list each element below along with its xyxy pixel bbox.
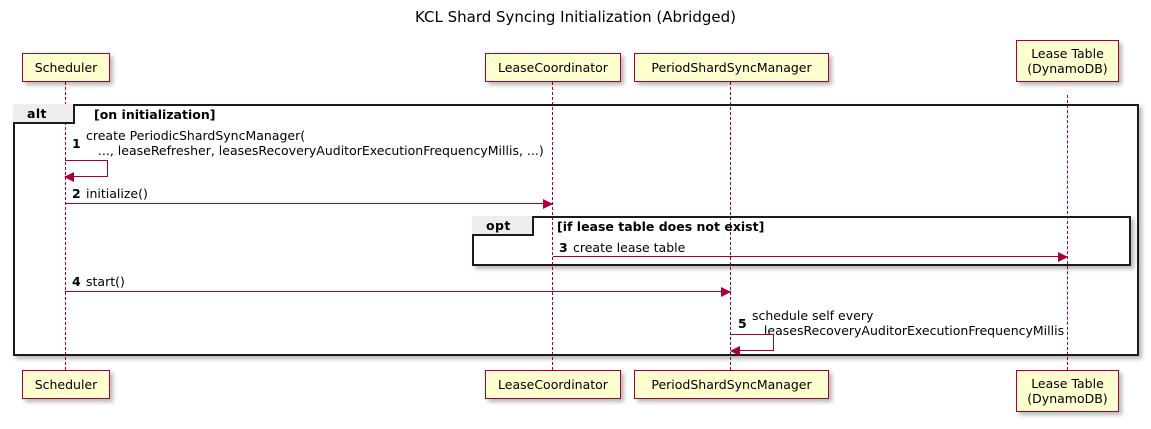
frame-alt-label: alt [27, 105, 47, 121]
frame-opt-lease-table-missing [472, 216, 1131, 266]
participant-scheduler-bottom[interactable]: Scheduler [22, 370, 110, 399]
message-1-arrow-bottom [65, 176, 108, 177]
participant-lease-table-top-label: Lease Table (DynamoDB) [1027, 46, 1108, 76]
participant-scheduler-top[interactable]: Scheduler [22, 53, 110, 82]
message-3-number: 3 [559, 240, 568, 255]
frame-opt-label: opt [486, 217, 511, 233]
diagram-title: KCL Shard Syncing Initialization (Abridg… [415, 8, 736, 26]
participant-period-shard-sync-manager-bottom-label: PeriodShardSyncManager [651, 377, 812, 392]
message-1-arrow-top [65, 160, 108, 161]
message-1-arrowhead [64, 172, 74, 182]
participant-lease-coordinator-top-label: LeaseCoordinator [498, 60, 608, 75]
message-1-arrow-side [107, 160, 108, 176]
message-5-label: schedule self every leasesRecoveryAudito… [752, 308, 1065, 338]
participant-lease-table-bottom-label: Lease Table (DynamoDB) [1027, 376, 1108, 406]
lifeline-lease-table [1067, 95, 1068, 370]
message-2-arrow-line [65, 203, 553, 204]
participant-scheduler-bottom-label: Scheduler [34, 377, 98, 392]
frame-alt-condition: [on initialization] [94, 107, 216, 122]
lifeline-lease-coordinator [552, 82, 553, 370]
frame-alt-label-box: alt [13, 104, 75, 124]
lifeline-scheduler [65, 82, 66, 370]
message-5-arrow-side [773, 334, 774, 350]
message-5-arrow-top [731, 334, 774, 335]
message-3-arrow-line [553, 256, 1058, 257]
message-3-arrowhead [1058, 252, 1068, 262]
message-4-label: start() [86, 274, 125, 289]
message-2-label: initialize() [86, 186, 148, 201]
message-2-number: 2 [72, 186, 81, 201]
message-1-number: 1 [72, 136, 81, 151]
participant-period-shard-sync-manager-bottom[interactable]: PeriodShardSyncManager [634, 370, 829, 399]
message-4-number: 4 [72, 274, 81, 289]
frame-alt-on-initialization [13, 104, 1139, 356]
participant-lease-table-top[interactable]: Lease Table (DynamoDB) [1016, 40, 1119, 82]
message-5-arrowhead [730, 346, 740, 356]
message-3-label: create lease table [573, 240, 686, 255]
participant-scheduler-top-label: Scheduler [34, 60, 98, 75]
participant-period-shard-sync-manager-top[interactable]: PeriodShardSyncManager [634, 53, 829, 82]
participant-lease-coordinator-bottom-label: LeaseCoordinator [498, 377, 608, 392]
message-4-arrowhead [721, 287, 731, 297]
message-5-arrow-bottom [731, 350, 774, 351]
frame-opt-label-box: opt [472, 216, 534, 236]
frame-opt-condition: [if lease table does not exist] [557, 219, 765, 234]
participant-period-shard-sync-manager-top-label: PeriodShardSyncManager [651, 60, 812, 75]
message-5-number: 5 [738, 316, 747, 331]
participant-lease-coordinator-bottom[interactable]: LeaseCoordinator [485, 370, 621, 399]
message-2-arrowhead [543, 199, 553, 209]
participant-lease-coordinator-top[interactable]: LeaseCoordinator [485, 53, 621, 82]
lifeline-period-shard-sync-manager [730, 82, 731, 370]
participant-lease-table-bottom[interactable]: Lease Table (DynamoDB) [1016, 370, 1119, 412]
message-4-arrow-line [65, 291, 731, 292]
message-1-label: create PeriodicShardSyncManager( ..., le… [86, 128, 544, 158]
